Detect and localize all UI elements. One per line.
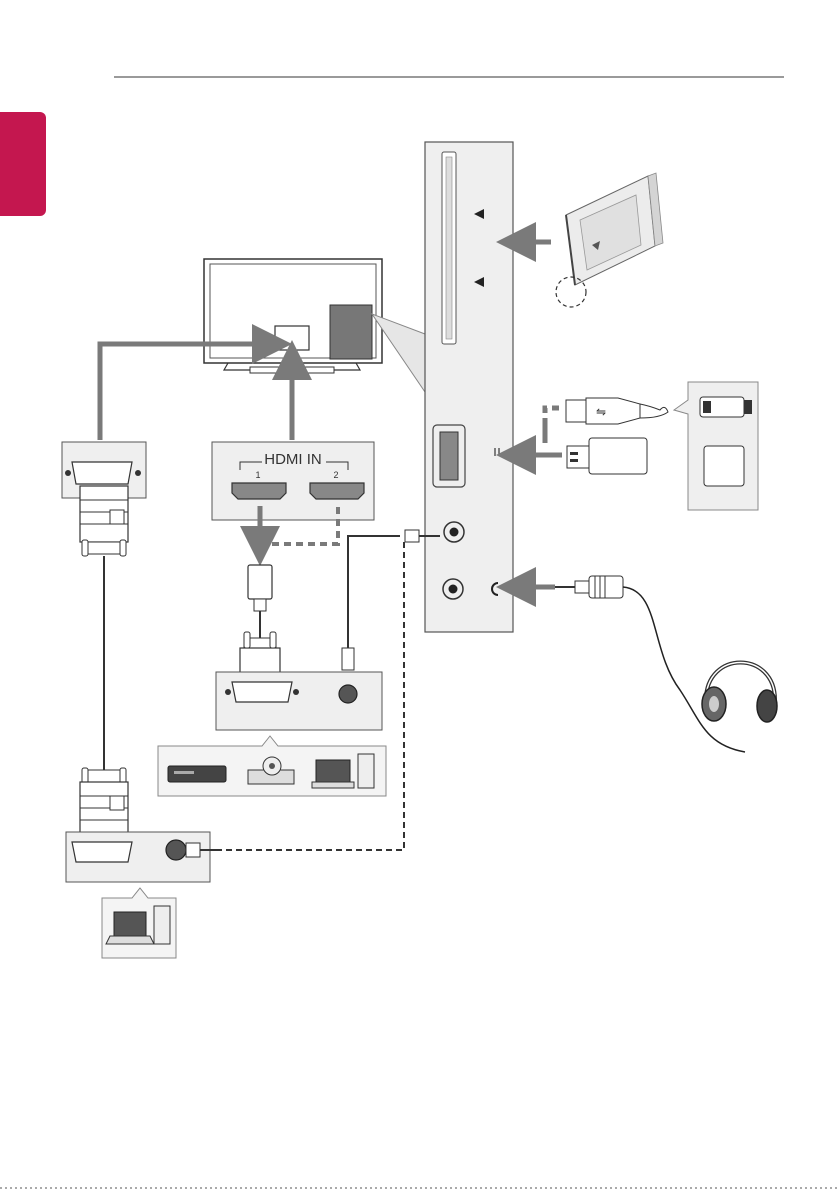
- vga-plug-bottom: [80, 768, 128, 836]
- vga-plug-top: [80, 486, 128, 556]
- hdmi-port-2: [310, 483, 364, 499]
- hdmi-port-2-label: 2: [333, 470, 338, 480]
- desktop-pc-icon: [154, 906, 170, 944]
- dvd-player-icon: [168, 766, 226, 782]
- devices-callout: [158, 736, 386, 796]
- hdmi-plug: [248, 565, 272, 640]
- tv-back-view: [204, 259, 382, 373]
- pc-callout: [102, 888, 176, 958]
- side-connector-panel: [425, 142, 513, 632]
- hdmi-port-1: [232, 483, 286, 499]
- headphones-icon: [702, 663, 777, 723]
- hdmi-port-1-label: 1: [255, 470, 260, 480]
- usb-icon: ⇋: [718, 404, 727, 416]
- hdmi-in-panel: HDMI IN 1 2: [212, 442, 374, 520]
- usb-stick: [567, 438, 647, 474]
- usb-cable: ⇋: [566, 398, 668, 424]
- usb-callout: ⇋: [674, 382, 758, 510]
- headphone-cable: [555, 576, 745, 752]
- source-device-panel: [216, 672, 382, 730]
- ci-card-icon: [556, 173, 663, 307]
- hdmi-in-label: HDMI IN: [264, 451, 322, 468]
- usb-icon: ⇋: [596, 405, 606, 419]
